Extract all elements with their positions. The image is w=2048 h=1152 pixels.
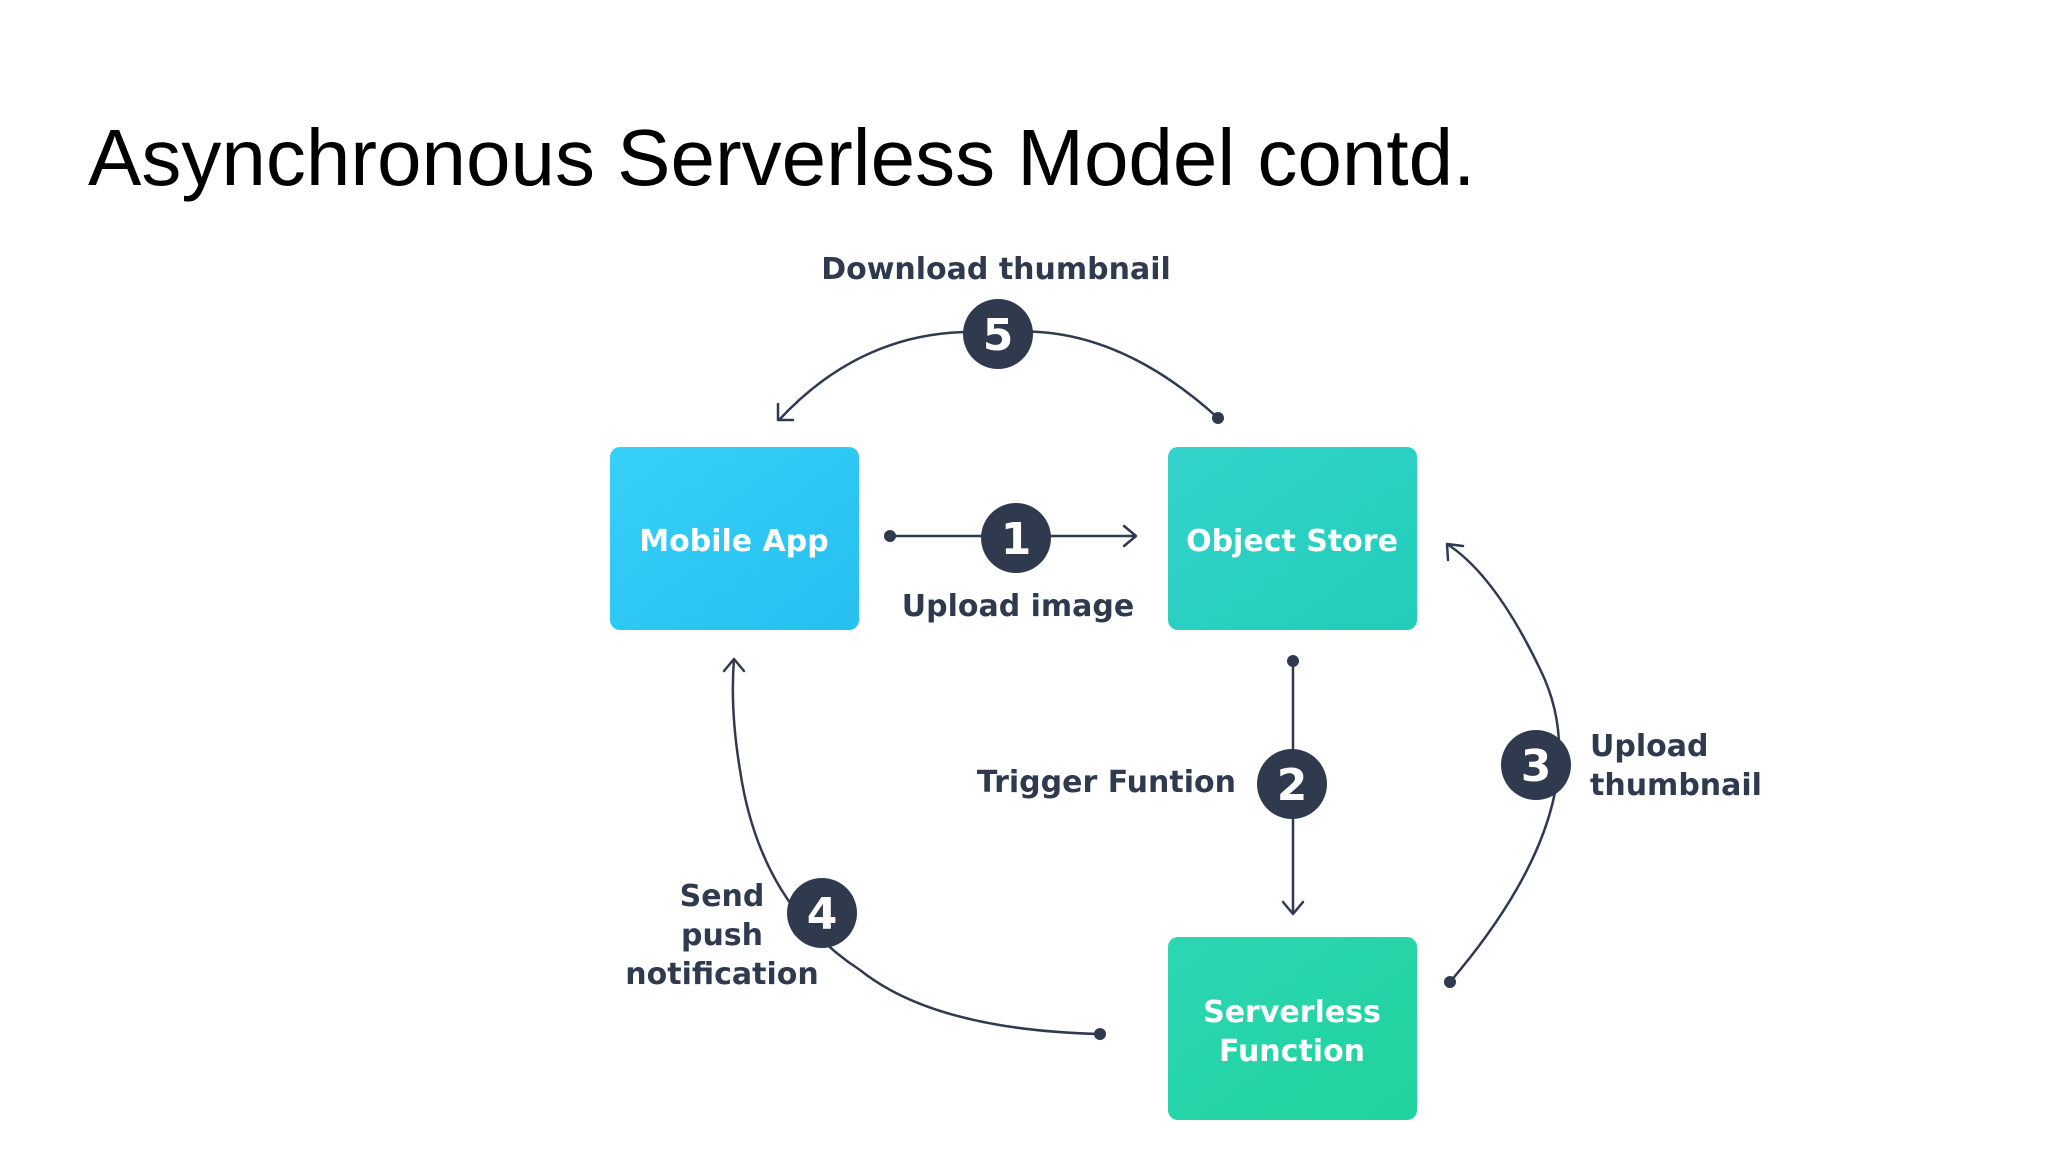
step-5-badge: [963, 299, 1033, 369]
step-2-trigger-function: 2 Trigger Funtion: [977, 655, 1327, 916]
step-2-start-dot: [1287, 655, 1299, 667]
step-4-label-line1: Send: [680, 879, 765, 914]
step-2-badge: [1257, 749, 1327, 819]
step-1-arrow-icon: [1122, 524, 1138, 548]
serverless-function-box: [1168, 937, 1417, 1120]
step-3-arrow-icon: [1445, 542, 1465, 562]
step-1-label: Upload image: [902, 589, 1135, 624]
mobile-app-box: [610, 447, 859, 630]
step-1-start-dot: [884, 530, 896, 542]
step-3-start-dot: [1444, 976, 1456, 988]
step-5-arrow-icon: [776, 402, 795, 422]
step-4-arrow-icon: [722, 657, 746, 673]
step-4-label-line2: push: [681, 918, 763, 953]
step-4-start-dot: [1094, 1028, 1106, 1040]
serverless-function-label-line2: Function: [1219, 1034, 1365, 1069]
step-2-arrow-icon: [1281, 900, 1305, 916]
serverless-function-node: Serverless Function: [1168, 937, 1417, 1120]
step-5-start-dot: [1212, 412, 1224, 424]
page-title: Asynchronous Serverless Model contd.: [88, 113, 1476, 202]
step-2-number: 2: [1277, 760, 1308, 811]
object-store-box: [1168, 447, 1417, 630]
step-4-badge: [787, 878, 857, 948]
step-4-label-line3: notification: [625, 957, 818, 992]
step-3-badge: [1501, 730, 1571, 800]
step-1-number: 1: [1001, 514, 1032, 565]
mobile-app-label: Mobile App: [639, 524, 828, 559]
object-store-label: Object Store: [1186, 524, 1398, 559]
step-1-upload-image: 1 Upload image: [884, 503, 1138, 624]
step-3-label-line2: thumbnail: [1590, 768, 1762, 803]
step-5-number: 5: [983, 310, 1014, 361]
step-2-label: Trigger Funtion: [977, 765, 1236, 800]
step-1-badge: [981, 503, 1051, 573]
object-store-node: Object Store: [1168, 447, 1417, 630]
step-4-number: 4: [807, 889, 838, 940]
step-3-upload-thumbnail: 3 Upload thumbnail: [1444, 542, 1762, 988]
step-5-download-thumbnail: 5 Download thumbnail: [776, 252, 1224, 424]
step-4-send-push-notification: 4 Send push notification: [625, 657, 1106, 1040]
step-3-connector: [1446, 542, 1561, 983]
step-3-number: 3: [1521, 741, 1552, 792]
serverless-function-label-line1: Serverless: [1203, 995, 1381, 1030]
step-5-label: Download thumbnail: [821, 252, 1171, 287]
mobile-app-node: Mobile App: [610, 447, 859, 630]
step-3-label-line1: Upload: [1590, 729, 1708, 764]
